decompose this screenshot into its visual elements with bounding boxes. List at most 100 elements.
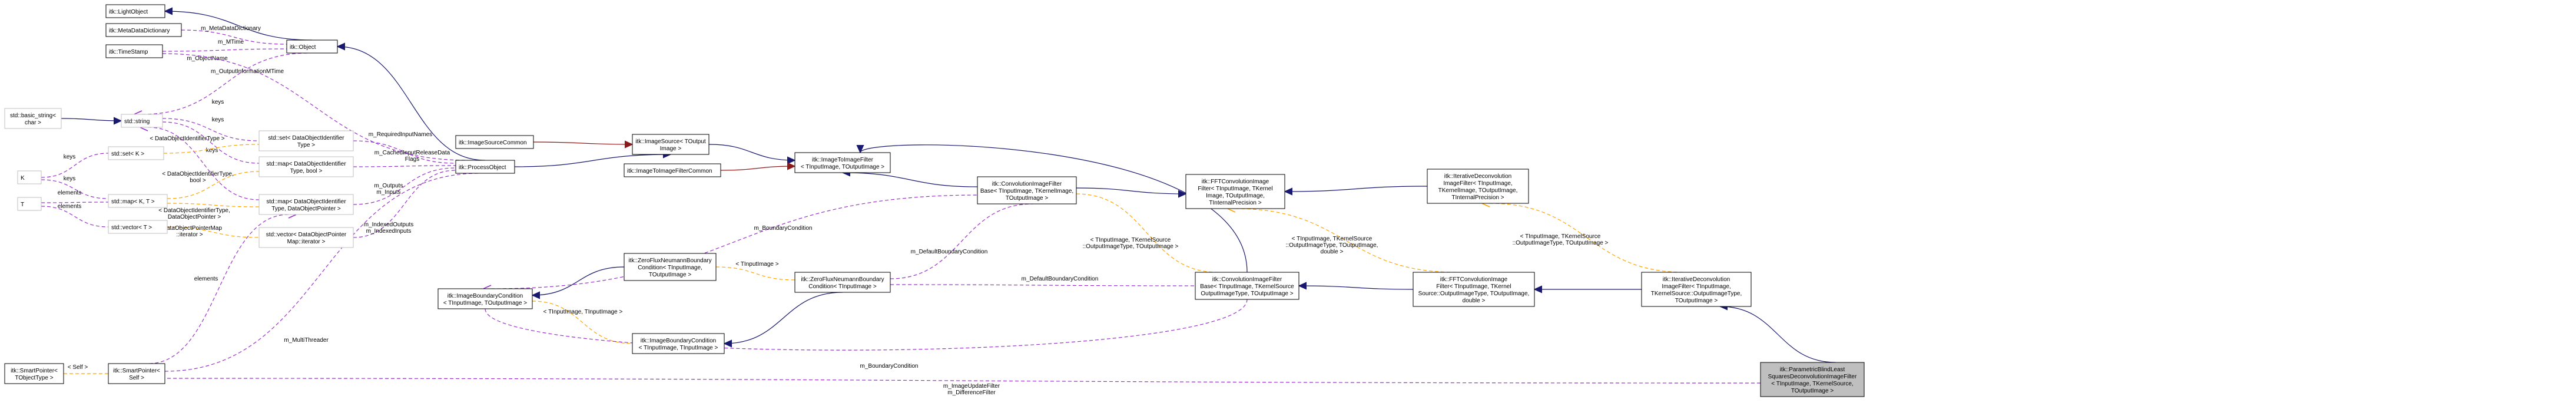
- edge-T-vectorT: elements: [41, 203, 109, 227]
- node-root[interactable]: itk::ParametricBlindLeastSquaresDeconvol…: [1760, 362, 1865, 397]
- node-iterdeconv1[interactable]: itk::IterativeDeconvolutionImageFilter< …: [1427, 169, 1529, 204]
- edge-line: [491, 194, 978, 289]
- node-label: ImageFilter< TInputImage,: [1662, 283, 1730, 290]
- edge-label: elements: [194, 276, 218, 282]
- edge-line: [41, 180, 109, 199]
- edge-basic-string: [61, 118, 121, 121]
- node-K[interactable]: K: [17, 170, 42, 184]
- node-lightobject[interactable]: itk::LightObject: [105, 4, 165, 18]
- edges-layer: m_MetaDataDictionarym_MTimem_ObjectNamem…: [41, 11, 1836, 396]
- edge-line: [1299, 286, 1414, 289]
- node-label: std::basic_string<: [10, 113, 56, 119]
- node-timestamp[interactable]: itk::TimeStamp: [105, 44, 163, 58]
- edge-line: [843, 173, 978, 187]
- edge-K-mapKT: keys: [41, 176, 109, 199]
- edge-setK-setDOI: < DataObjectIdentifierType >: [150, 136, 260, 153]
- node-box: [1641, 272, 1752, 307]
- node-label: double >: [1463, 298, 1486, 304]
- edge-line: [41, 153, 109, 177]
- edge-zerofluxA-zerofluxB: < TInputImage >: [716, 261, 795, 281]
- edge-label: m_ObjectName: [187, 55, 228, 62]
- edge-label: m_ImageUpdateFilter: [943, 383, 1000, 390]
- node-mapKT[interactable]: std::map< K, T >: [108, 194, 168, 208]
- edge-string-mapDOIptr: keys: [148, 127, 260, 200]
- node-label: < TInputImage, TKernelSource,: [1771, 381, 1853, 387]
- node-imageboundaryT[interactable]: itk::ImageBoundaryCondition< TInputImage…: [632, 333, 725, 354]
- node-label: Type, bool >: [290, 168, 323, 174]
- node-imagesourcecommon[interactable]: itk::ImageSourceCommon: [455, 135, 534, 149]
- node-imageboundary[interactable]: itk::ImageBoundaryCondition< TInputImage…: [437, 288, 533, 309]
- edge-label: m_DefaultBoundaryCondition: [911, 249, 988, 255]
- node-smartptrT[interactable]: itk::SmartPointer<TObjectType >: [4, 363, 64, 384]
- node-processobject[interactable]: itk::ProcessObject: [455, 160, 515, 174]
- edge-line: [532, 301, 633, 344]
- node-stdstring[interactable]: std::string: [121, 114, 163, 128]
- node-label: itk::ZeroFluxNeumannBoundary: [801, 276, 884, 283]
- edge-label: m_IndexedInputs: [366, 228, 412, 235]
- edge-line: [165, 173, 480, 371]
- node-box: [794, 152, 891, 173]
- node-object[interactable]: itk::Object: [286, 39, 338, 54]
- edge-label: elements: [58, 203, 82, 210]
- edge-mapKT-mapDOIptr: < DataObjectIdentifierType,DataObjectPoi…: [158, 203, 260, 220]
- node-vectorDOPIt[interactable]: std::vector< DataObjectPointerMap::itera…: [258, 227, 354, 248]
- node-setK[interactable]: std::set< K >: [108, 146, 164, 160]
- edge-line: [41, 206, 109, 227]
- node-imagesource[interactable]: itk::ImageSource< TOutputImage >: [632, 134, 710, 155]
- node-label: TObjectType >: [15, 375, 53, 381]
- node-mapDOIbool[interactable]: std::map< DataObjectIdentifierType, bool…: [258, 156, 354, 177]
- edge-label: m_RequiredInputNames: [369, 131, 432, 138]
- edge-label: < Self >: [68, 364, 88, 371]
- edge-label: m_OutputInformationMTime: [211, 68, 284, 75]
- node-label: Map::iterator >: [287, 239, 326, 245]
- edge-line: [890, 203, 1033, 279]
- node-imagetoimage[interactable]: itk::ImageToImageFilter< TInputImage, TO…: [794, 152, 891, 173]
- node-label: char >: [25, 120, 41, 126]
- node-vectorT[interactable]: std::vector< T >: [108, 220, 168, 234]
- node-T[interactable]: T: [17, 197, 42, 211]
- node-label: Image, TOutputImage,: [1206, 193, 1265, 199]
- node-label: SquaresDeconvolutionImageFilter: [1768, 374, 1857, 380]
- node-mapDOIptr[interactable]: std::map< DataObjectIdentifierType, Data…: [258, 194, 354, 215]
- edge-label: m_BoundaryCondition: [754, 225, 813, 232]
- node-label: itk::FFTConvolutionImage: [1440, 276, 1508, 283]
- edge-ibc-ibcT: < TInputImage, TInputImage >: [532, 301, 633, 344]
- edge-convbase-fftconv1: [1076, 187, 1186, 194]
- node-box: [286, 39, 338, 54]
- edge-label: m_MultiThreader: [284, 337, 329, 344]
- node-label: std::vector< DataObjectPointer: [266, 232, 347, 238]
- node-box: [455, 135, 534, 149]
- node-box: [17, 170, 42, 184]
- node-box: [258, 130, 354, 151]
- edge-i2ic-i2i: [720, 166, 795, 171]
- edge-label: keys: [206, 147, 218, 154]
- node-label: TOutputImage >: [649, 272, 692, 278]
- edge-mapKT-mapDOIbool: < DataObjectIdentifierType,bool >: [162, 171, 260, 199]
- nodes-layer: itk::LightObjectitk::MetaDataDictionaryi…: [4, 4, 1865, 397]
- node-imagetoimagecommon[interactable]: itk::ImageToImageFilterCommon: [624, 163, 721, 177]
- node-smartptrSelf[interactable]: itk::SmartPointer<Self >: [108, 363, 165, 384]
- node-metadatadict[interactable]: itk::MetaDataDictionary: [105, 23, 182, 37]
- node-setDOI[interactable]: std::set< DataObjectIdentifierType >: [258, 130, 354, 151]
- node-label: TOutputImage >: [1675, 298, 1718, 304]
- node-box: [108, 194, 168, 208]
- node-label: std::string: [124, 118, 150, 125]
- node-basicstring[interactable]: std::basic_string<char >: [4, 108, 62, 129]
- node-label: < TInputImage, TOutputImage >: [801, 164, 884, 170]
- edge-label: keys: [212, 117, 224, 123]
- edge-label: ::OutputImageType, TOutputImage >: [1083, 243, 1179, 250]
- edge-line: [167, 203, 260, 207]
- node-iterdeconv2[interactable]: itk::IterativeDeconvolutionImageFilter< …: [1641, 272, 1752, 307]
- edge-meta-object: m_MetaDataDictionary: [181, 25, 287, 45]
- edge-i2i-convbase2: [860, 144, 1248, 273]
- node-label: TOutputImage >: [1006, 195, 1049, 202]
- edge-line: [720, 166, 795, 171]
